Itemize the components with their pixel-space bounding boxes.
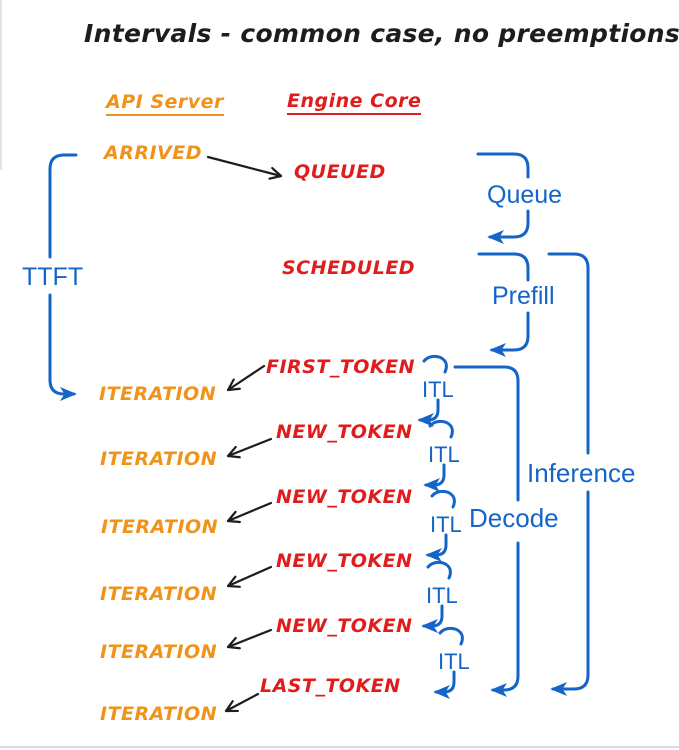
event-iteration-5: ITERATION — [100, 641, 218, 663]
arrow-new-token1-to-iteration — [226, 437, 273, 459]
interval-label-queue: Queue — [487, 181, 563, 209]
event-new-token-4: NEW_TOKEN — [276, 615, 413, 637]
event-queued: QUEUED — [294, 161, 386, 183]
queue-bracket — [476, 152, 530, 244]
interval-label-decode: Decode — [469, 503, 559, 533]
event-iteration-1: ITERATION — [99, 383, 217, 405]
event-arrived: ARRIVED — [104, 142, 202, 164]
event-scheduled: SCHEDULED — [282, 257, 416, 279]
event-iteration-2: ITERATION — [100, 448, 218, 470]
itl-bracket-2 — [423, 419, 454, 492]
itl-bracket-1 — [417, 354, 448, 427]
arrow-new-token3-to-iteration — [226, 565, 273, 588]
event-new-token-3: NEW_TOKEN — [276, 550, 413, 572]
arrow-new-token4-to-iteration — [226, 628, 273, 650]
column-header-api-server: API Server — [106, 91, 224, 116]
interval-label-itl-3: ITL — [430, 512, 462, 537]
inference-bracket — [547, 252, 590, 696]
interval-label-itl-2: ITL — [428, 442, 460, 467]
page-edge-left — [0, 0, 2, 170]
event-iteration-6: ITERATION — [100, 703, 218, 725]
event-new-token-1: NEW_TOKEN — [276, 421, 413, 443]
event-first-token: FIRST_TOKEN — [266, 356, 416, 378]
event-iteration-4: ITERATION — [100, 583, 218, 605]
interval-label-itl-4: ITL — [426, 583, 458, 608]
event-iteration-3: ITERATION — [101, 516, 219, 538]
arrow-new-token2-to-iteration — [226, 501, 273, 524]
interval-label-prefill: Prefill — [492, 282, 555, 310]
interval-label-itl-1: ITL — [422, 377, 454, 402]
decode-bracket — [453, 365, 520, 697]
interval-label-ttft: TTFT — [22, 263, 84, 291]
interval-label-itl-5: ITL — [438, 649, 470, 674]
itl-bracket-4 — [421, 560, 452, 633]
itl-bracket-3 — [425, 489, 456, 562]
event-new-token-2: NEW_TOKEN — [276, 486, 413, 508]
arrow-last-token-to-iteration — [224, 692, 260, 713]
column-header-engine-core: Engine Core — [287, 90, 422, 115]
prefill-bracket — [477, 252, 530, 357]
event-last-token: LAST_TOKEN — [260, 675, 401, 697]
interval-label-inference: Inference — [527, 458, 636, 488]
arrow-arrived-to-queued — [206, 155, 283, 180]
itl-bracket-5 — [433, 626, 464, 699]
page-edge-bottom — [0, 746, 679, 748]
arrow-first-token-to-iteration — [226, 364, 266, 392]
ttft-bracket — [48, 153, 78, 401]
page-title: Intervals - common case, no preemptions — [84, 19, 679, 48]
